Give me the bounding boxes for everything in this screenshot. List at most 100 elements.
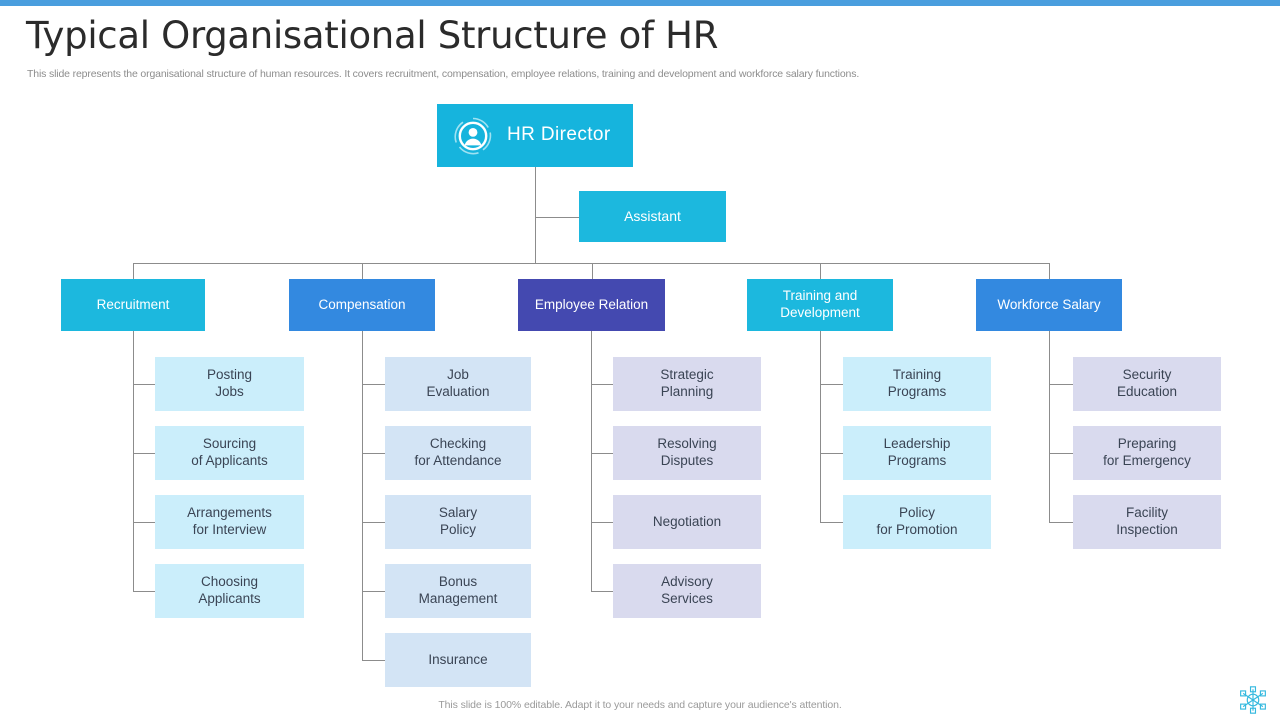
leaf-stub-line	[1049, 522, 1073, 523]
department-label-line1: Training and	[782, 288, 858, 303]
leaf-stub-line	[362, 591, 385, 592]
department-label: Compensation	[318, 297, 406, 313]
leaf-stub-line	[820, 384, 843, 385]
node-task-insurance[interactable]: Insurance	[385, 633, 531, 687]
leaf-stub-line	[133, 522, 155, 523]
task-label-line1: Sourcing	[202, 436, 257, 451]
task-label-line1: Leadership	[883, 436, 951, 451]
hr-director-label: HR Director	[507, 124, 611, 146]
task-label-line1: Posting	[206, 367, 253, 382]
task-label-line1: Arrangements	[187, 505, 272, 520]
leaf-stub-line	[820, 453, 843, 454]
task-label-line2: Planning	[660, 384, 714, 400]
leaf-stub-line	[362, 660, 385, 661]
assistant-branch	[535, 216, 579, 218]
network-hub-icon	[1240, 686, 1266, 714]
task-label-line2: Policy	[439, 522, 476, 538]
node-task-negotiation[interactable]: Negotiation	[613, 495, 761, 549]
node-task-preparing-for-emergency[interactable]: Preparing for Emergency	[1073, 426, 1221, 480]
department-drop-line	[362, 263, 363, 279]
task-label-line2: for Attendance	[414, 453, 502, 469]
department-label: Workforce Salary	[997, 297, 1101, 313]
task-label-line2: Management	[418, 591, 498, 607]
department-spine	[591, 331, 592, 591]
node-department-workforce-salary[interactable]: Workforce Salary	[976, 279, 1122, 331]
task-label-line2: Jobs	[215, 384, 244, 400]
leaf-stub-line	[133, 591, 155, 592]
task-label-line1: Checking	[429, 436, 487, 451]
task-label-line1: Strategic	[660, 367, 714, 382]
department-drop-line	[1049, 263, 1050, 279]
person-circle-icon	[454, 117, 492, 154]
leaf-stub-line	[591, 453, 613, 454]
task-label-line1: Training	[892, 367, 942, 382]
director-spine	[535, 167, 536, 263]
task-label-line1: Insurance	[428, 652, 488, 667]
node-hr-director[interactable]: HR Director	[437, 104, 633, 167]
department-label: Employee Relation	[534, 297, 649, 313]
task-label-line2: Applicants	[198, 591, 261, 607]
department-spine	[133, 331, 134, 591]
task-label-line2: Programs	[887, 384, 947, 400]
task-label-line2: Disputes	[660, 453, 714, 469]
leaf-stub-line	[591, 522, 613, 523]
node-assistant[interactable]: Assistant	[579, 191, 726, 242]
task-label-line2: of Applicants	[191, 453, 268, 469]
task-label-line1: Negotiation	[652, 514, 722, 529]
leaf-stub-line	[591, 591, 613, 592]
task-label-line1: Facility	[1125, 505, 1168, 520]
page-subtitle: This slide represents the organisational…	[27, 68, 860, 80]
task-label-line2: Programs	[887, 453, 947, 469]
department-drop-line	[133, 263, 134, 279]
node-task-checking-for-attendance[interactable]: Checking for Attendance	[385, 426, 531, 480]
leaf-stub-line	[1049, 453, 1073, 454]
leaf-stub-line	[133, 453, 155, 454]
department-bus	[133, 263, 1049, 264]
task-label-line2: Education	[1116, 384, 1178, 400]
leaf-stub-line	[362, 522, 385, 523]
footer-note: This slide is 100% editable. Adapt it to…	[438, 699, 842, 711]
task-label-line2: Services	[661, 591, 713, 607]
node-department-employee-relation[interactable]: Employee Relation	[518, 279, 665, 331]
task-label-line1: Resolving	[657, 436, 717, 451]
task-label-line1: Job	[447, 367, 469, 382]
department-label-line2: Development	[780, 305, 860, 321]
task-label-line2: for Emergency	[1103, 453, 1191, 469]
department-spine	[820, 331, 821, 522]
task-label-line1: Choosing	[200, 574, 259, 589]
page-title: Typical Organisational Structure of HR	[26, 14, 719, 57]
node-department-compensation[interactable]: Compensation	[289, 279, 435, 331]
department-spine	[362, 331, 363, 660]
node-department-recruitment[interactable]: Recruitment	[61, 279, 205, 331]
task-label-line2: Inspection	[1116, 522, 1178, 538]
task-label-line2: for Interview	[192, 522, 267, 538]
task-label-line1: Preparing	[1117, 436, 1177, 451]
task-label-line2: Evaluation	[426, 384, 490, 400]
leaf-stub-line	[362, 384, 385, 385]
task-label-line2: for Promotion	[876, 522, 958, 538]
task-label-line1: Salary	[438, 505, 478, 520]
assistant-label: Assistant	[624, 207, 681, 224]
leaf-stub-line	[133, 384, 155, 385]
task-label-line1: Advisory	[661, 574, 713, 589]
task-label-line1: Bonus	[438, 574, 478, 589]
node-task-sourcing-of-applicants[interactable]: Sourcing of Applicants	[155, 426, 304, 480]
leaf-stub-line	[362, 453, 385, 454]
top-accent-bar	[0, 0, 1280, 6]
node-task-arrangements-for-interview[interactable]: Arrangements for Interview	[155, 495, 304, 549]
